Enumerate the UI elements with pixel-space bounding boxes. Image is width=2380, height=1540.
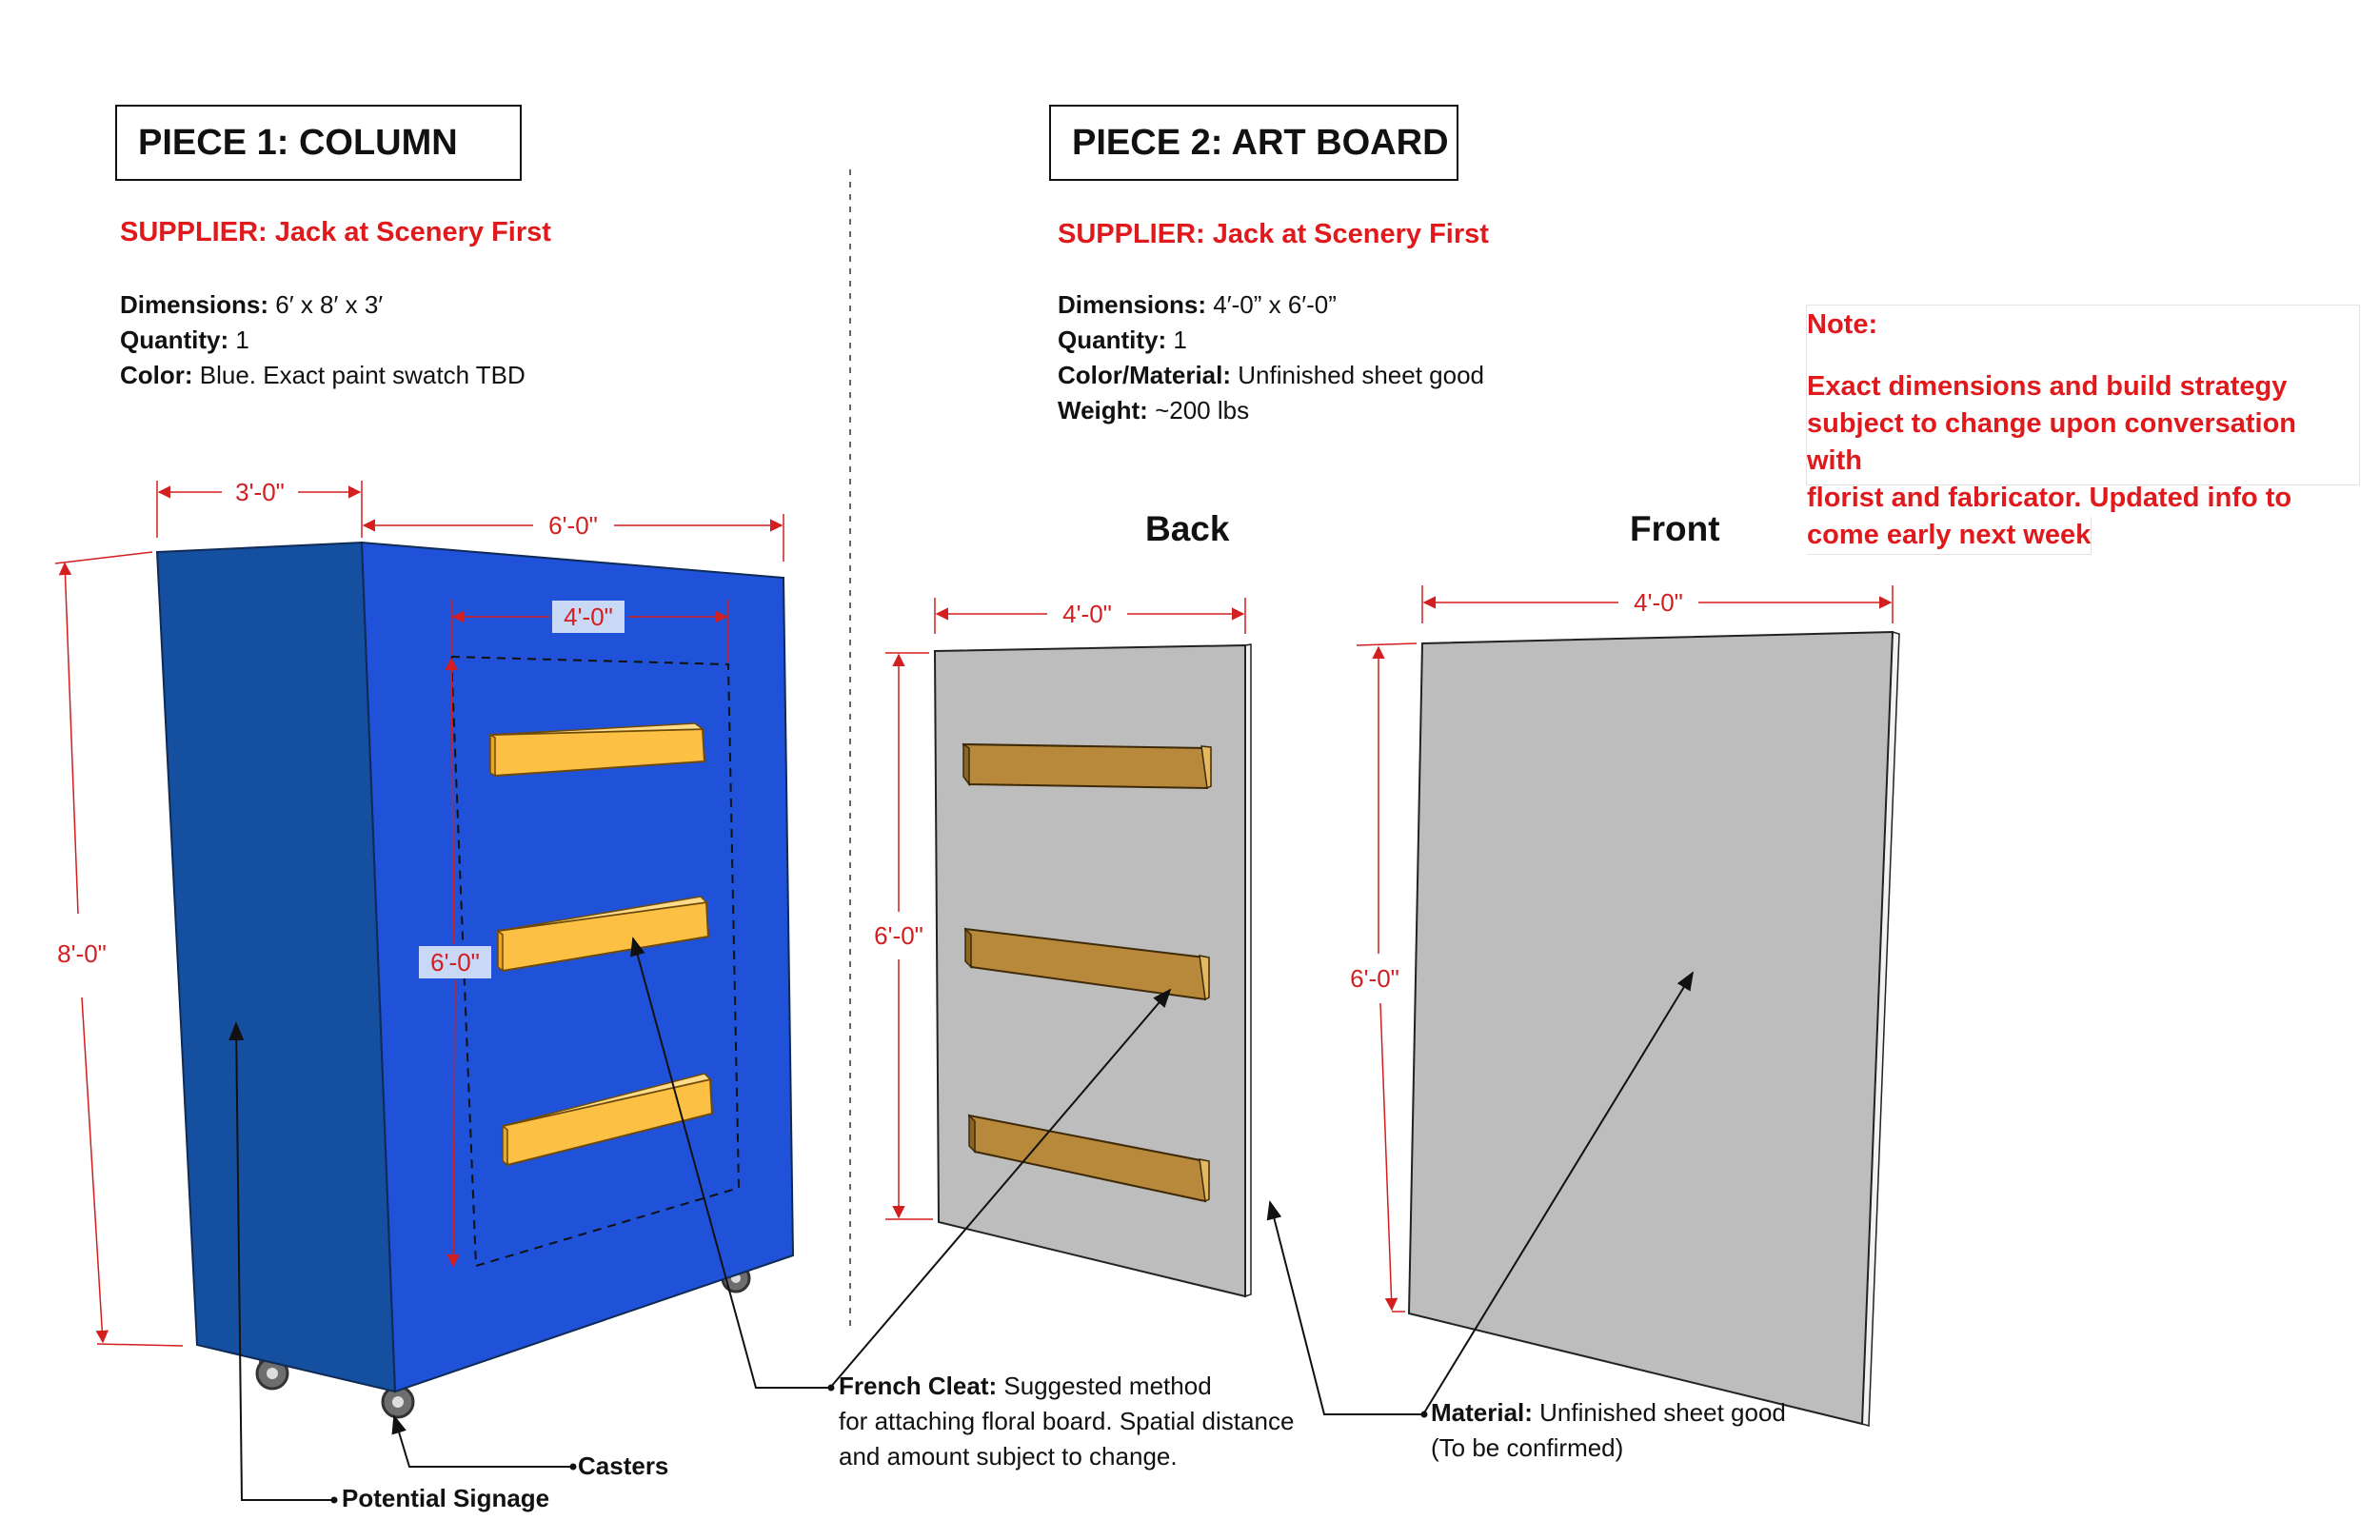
piece1-spec-color: Color: Blue. Exact paint swatch TBD bbox=[120, 361, 526, 389]
note-line: subject to change upon conversation with bbox=[1807, 408, 2297, 476]
back-cleat-top bbox=[962, 742, 1212, 790]
dim-cleat-zone-width-text: 4'-0" bbox=[564, 602, 613, 631]
note-line: florist and fabricator. Updated info to bbox=[1807, 483, 2292, 513]
dimension-column-depth: 3'-0" bbox=[156, 478, 363, 538]
piece1-spec-dimensions: Dimensions: 6′ x 8′ x 3′ bbox=[120, 290, 384, 319]
note-box bbox=[1806, 305, 2360, 485]
art-board-back bbox=[933, 643, 1252, 1298]
piece2-title: PIECE 2: ART BOARD bbox=[1049, 105, 1458, 181]
note-body: Exact dimensions and build strategy subj… bbox=[1807, 368, 2350, 555]
potential-signage-callout: Potential Signage bbox=[342, 1484, 550, 1512]
dim-cleat-zone-height-text: 6'-0" bbox=[430, 948, 480, 977]
dimension-cleat-zone-width: 4'-0" bbox=[450, 600, 729, 662]
dim-back-height-text: 6'-0" bbox=[874, 921, 923, 950]
column-side-face bbox=[155, 541, 397, 1393]
cleat-zone-outline bbox=[449, 655, 741, 1268]
column-cleat-top bbox=[488, 722, 706, 778]
back-view-label: Back bbox=[1145, 509, 1230, 548]
front-view-label: Front bbox=[1630, 509, 1720, 548]
dim-column-depth-text: 3'-0" bbox=[235, 478, 285, 506]
dimension-back-height: 6'-0" bbox=[874, 652, 933, 1220]
art-board-front bbox=[1407, 630, 1900, 1427]
column bbox=[155, 541, 795, 1419]
dimension-back-width: 4'-0" bbox=[934, 598, 1246, 634]
dimension-column-height: 8'-0" bbox=[54, 551, 184, 1347]
dimension-column-width: 6'-0" bbox=[362, 511, 784, 562]
material-callout: Material: Unfinished sheet good (To be c… bbox=[1431, 1398, 1786, 1462]
leader-french-cleat bbox=[630, 937, 1172, 1392]
french-cleat-callout: French Cleat: Suggested method for attac… bbox=[839, 1372, 1295, 1471]
leader-casters bbox=[391, 1414, 577, 1471]
back-cleat-middle bbox=[963, 927, 1210, 1001]
leader-potential-signage bbox=[228, 1021, 338, 1504]
column-cleat-middle bbox=[496, 896, 710, 973]
dimension-cleat-zone-height: 6'-0" bbox=[419, 657, 491, 1268]
piece2-supplier: SUPPLIER: Jack at Scenery First bbox=[1058, 219, 1489, 249]
piece2-specs: Dimensions: 4′-0” x 6′-0” Quantity: 1 Co… bbox=[1058, 287, 1484, 428]
front-board-face bbox=[1407, 630, 1894, 1426]
piece2-spec-material: Color/Material: Unfinished sheet good bbox=[1058, 361, 1484, 389]
note-title: Note: bbox=[1807, 309, 1878, 340]
piece2-spec-quantity: Quantity: 1 bbox=[1058, 326, 1187, 354]
column-cleat-bottom bbox=[501, 1073, 714, 1167]
casters-callout: Casters bbox=[578, 1451, 669, 1480]
piece2-spec-weight: Weight: ~200 lbs bbox=[1058, 396, 1250, 424]
note-line: come early next week bbox=[1807, 517, 2092, 555]
dim-front-width-text: 4'-0" bbox=[1634, 588, 1683, 617]
piece1-specs: Dimensions: 6′ x 8′ x 3′ Quantity: 1 Col… bbox=[120, 287, 526, 393]
note-line: Exact dimensions and build strategy bbox=[1807, 371, 2288, 402]
back-cleat-bottom bbox=[967, 1114, 1210, 1203]
piece1-supplier: SUPPLIER: Jack at Scenery First bbox=[120, 217, 551, 247]
leader-material bbox=[1266, 971, 1695, 1418]
dimension-front-width: 4'-0" bbox=[1421, 585, 1894, 623]
piece1-spec-quantity: Quantity: 1 bbox=[120, 326, 249, 354]
piece2-spec-dimensions: Dimensions: 4′-0” x 6′-0” bbox=[1058, 290, 1337, 319]
dim-column-height-text: 8'-0" bbox=[57, 939, 107, 968]
dim-front-height-text: 6'-0" bbox=[1350, 964, 1399, 993]
piece1-title: PIECE 1: COLUMN bbox=[115, 105, 522, 181]
dimension-front-height: 6'-0" bbox=[1350, 642, 1418, 1313]
dim-back-width-text: 4'-0" bbox=[1062, 600, 1112, 628]
dim-column-width-text: 6'-0" bbox=[548, 511, 598, 540]
